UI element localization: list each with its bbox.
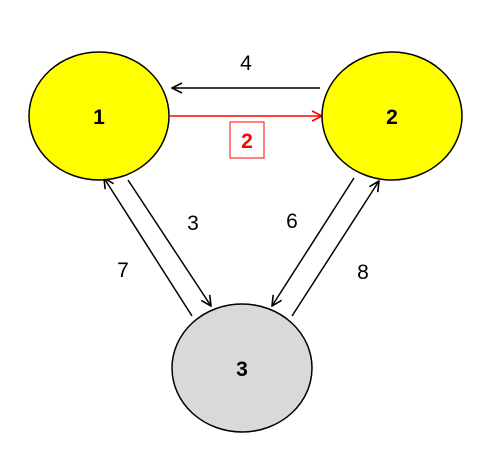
edge-3-to-2-label: 8 [357,261,369,284]
edge-3-to-1-label: 7 [117,259,129,282]
edge-3-to-2 [291,181,379,317]
node-1-circle [28,51,170,181]
node-3: 3 [171,303,313,433]
edge-1-to-2-label: 2 [241,130,253,153]
node-1: 1 [28,51,170,181]
highlight-label-box [229,121,265,159]
edge-3-to-1 [104,178,193,317]
edge-1-to-3 [127,179,211,306]
edge-1-to-3-label: 3 [187,212,199,235]
edge-2-to-1-label: 4 [240,52,252,75]
node-3-label: 3 [236,358,248,381]
node-2-circle [321,51,463,181]
node-2-label: 2 [386,106,398,129]
edge-2-to-3-label: 6 [286,210,298,233]
edge-2-to-3 [272,177,355,306]
node-3-circle [171,303,313,433]
node-1-label: 1 [93,106,105,129]
node-2: 2 [321,51,463,181]
